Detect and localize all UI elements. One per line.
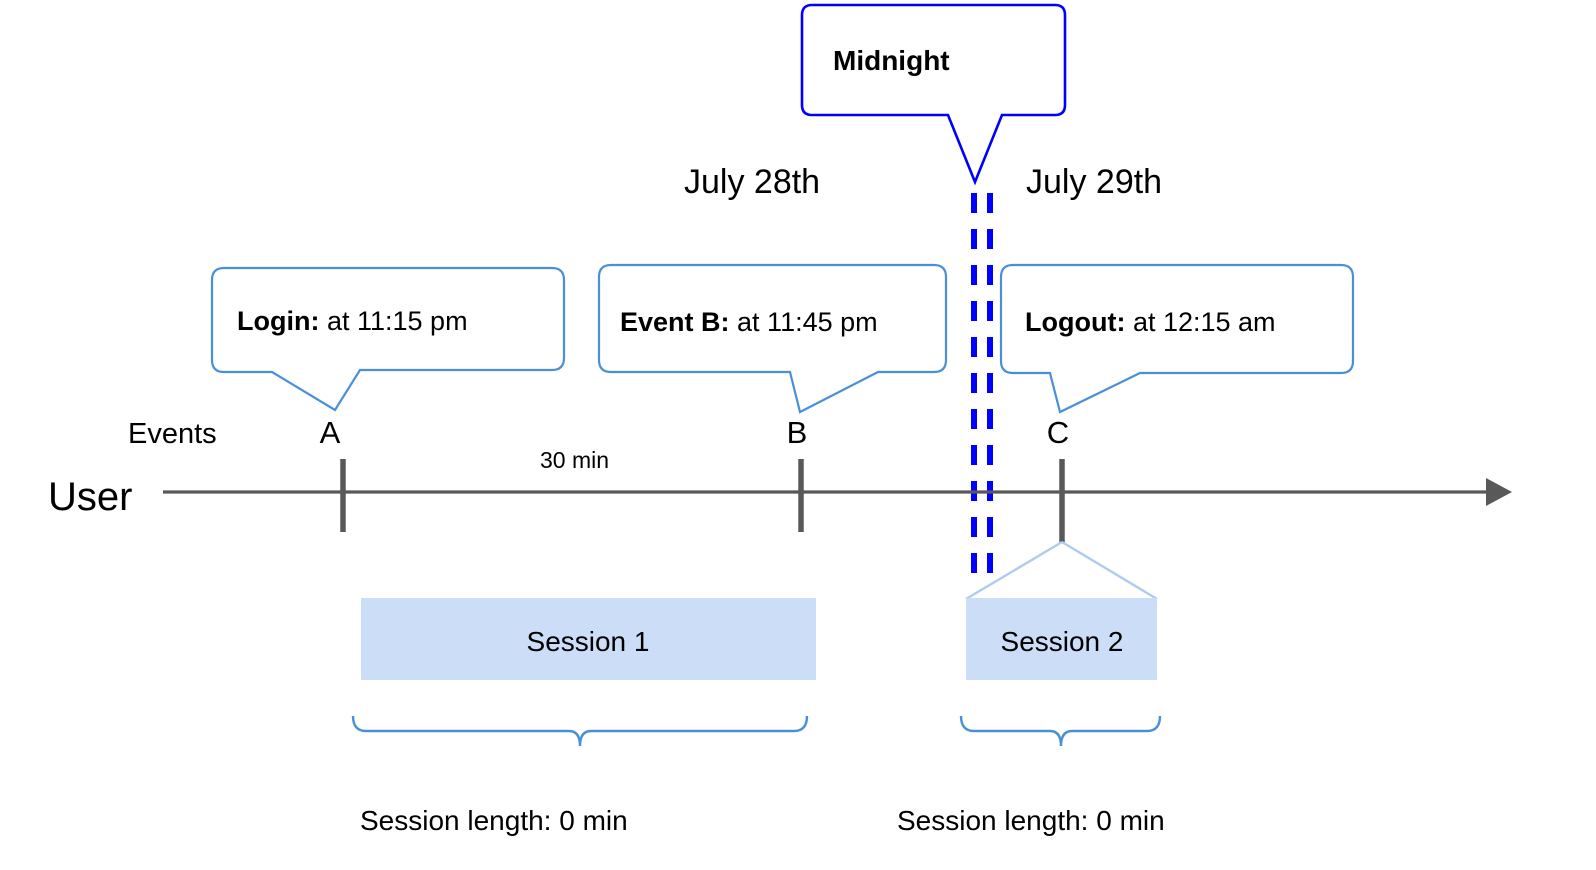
session-2-connector-left bbox=[965, 540, 1063, 601]
event-tick-marks bbox=[340, 459, 1065, 543]
timeline-axis bbox=[163, 478, 1512, 506]
callout-login-rest: at 11:15 pm bbox=[319, 306, 467, 336]
session-2-box: Session 2 bbox=[966, 598, 1157, 680]
interval-label-30-min: 30 min bbox=[540, 447, 609, 473]
callout-event-b: Event B: at 11:45 pm bbox=[597, 263, 948, 414]
marker-label-b: B bbox=[787, 415, 808, 450]
midnight-callout: Midnight bbox=[800, 3, 1067, 186]
session-2-rect bbox=[966, 598, 1157, 680]
callout-logout-text: Logout: at 12:15 am bbox=[1025, 307, 1276, 337]
callout-event-b-bold: Event B: bbox=[620, 307, 730, 337]
callout-login: Login: at 11:15 pm bbox=[210, 266, 566, 412]
callout-event-b-text: Event B: at 11:45 pm bbox=[620, 307, 878, 337]
date-label-july-29: July 29th bbox=[1026, 163, 1162, 201]
callout-login-shape bbox=[210, 266, 566, 412]
date-label-july-28: July 28th bbox=[684, 163, 820, 201]
midnight-label: Midnight bbox=[833, 45, 950, 76]
session-1-box: Session 1 bbox=[361, 598, 816, 680]
session-1-label: Session 1 bbox=[527, 626, 650, 657]
session-2-length-label: Session length: 0 min bbox=[897, 805, 1165, 836]
timeline-arrow-head bbox=[1486, 478, 1512, 506]
session-1-rect bbox=[361, 598, 816, 680]
session-1-brace bbox=[351, 715, 809, 747]
session-2-label: Session 2 bbox=[1001, 626, 1124, 657]
midnight-bubble-shape bbox=[800, 3, 1067, 186]
marker-label-c: C bbox=[1047, 415, 1069, 450]
user-row-label: User bbox=[48, 475, 132, 519]
session-2-connectors bbox=[965, 540, 1158, 601]
session-2-connector-right bbox=[1061, 540, 1158, 601]
events-row-label: Events bbox=[128, 418, 217, 450]
session-1-length-label: Session length: 0 min bbox=[360, 805, 628, 836]
callout-logout-bold: Logout: bbox=[1025, 307, 1125, 337]
callout-logout: Logout: at 12:15 am bbox=[999, 263, 1355, 414]
midnight-divider-lines bbox=[971, 193, 993, 582]
callout-logout-rest: at 12:15 am bbox=[1125, 307, 1275, 337]
callout-login-bold: Login: bbox=[237, 306, 319, 336]
callout-event-b-shape bbox=[597, 263, 948, 414]
callout-event-b-rest: at 11:45 pm bbox=[730, 307, 878, 337]
session-1-brace-path bbox=[351, 715, 809, 747]
callout-logout-shape bbox=[999, 263, 1355, 414]
marker-label-a: A bbox=[320, 415, 341, 450]
callout-login-text: Login: at 11:15 pm bbox=[237, 306, 468, 336]
session-2-brace-path bbox=[959, 715, 1162, 747]
session-2-brace bbox=[959, 715, 1162, 747]
